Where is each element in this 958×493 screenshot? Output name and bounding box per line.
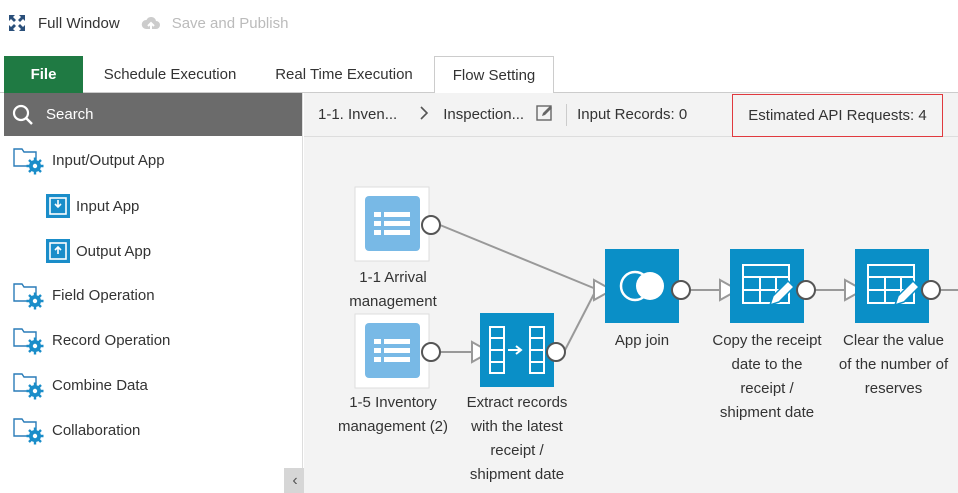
chevron-right-icon: [419, 105, 429, 124]
sidebar-item-label: Collaboration: [52, 421, 141, 439]
breadcrumb-item-app[interactable]: 1-1. Inven...: [318, 106, 398, 123]
sidebar-item-combine-data[interactable]: Combine Data: [12, 370, 148, 400]
connector-arrival-join: [439, 224, 597, 290]
label-line: with the latest: [471, 418, 563, 435]
full-window-label: Full Window: [38, 14, 120, 32]
label-line: Extract records: [466, 394, 568, 411]
sidebar-item-output-app[interactable]: Output App: [45, 238, 151, 264]
input-records-count: Input Records: 0: [577, 106, 688, 123]
search-input[interactable]: Search: [4, 93, 302, 136]
sidebar-item-label: Output App: [76, 242, 152, 260]
filter-icon: [489, 326, 545, 374]
label-line: Clear the value: [843, 332, 944, 349]
node-copy-receipt-date: [730, 249, 816, 323]
folder-gear-icon: [12, 280, 46, 310]
connectors: [439, 224, 958, 353]
node-label-clear: Clear the value of the number of reserve…: [829, 329, 958, 401]
output-port: [421, 342, 441, 362]
breadcrumb: 1-1. Inven... Inspection... Input Record…: [304, 93, 958, 137]
top-toolbar: Full Window Save and Publish: [0, 0, 958, 46]
node-app-join: [605, 249, 691, 323]
node-arrival-management: [354, 186, 441, 262]
sidebar-item-label: Input/Output App: [52, 151, 165, 169]
cloud-upload-icon: [141, 16, 160, 31]
folder-gear-icon: [12, 370, 46, 400]
list-icon: [374, 212, 410, 235]
breadcrumb-item-flow[interactable]: Inspection...: [443, 106, 525, 123]
sidebar-item-record-operation[interactable]: Record Operation: [12, 325, 170, 355]
connector-extract-join: [563, 289, 597, 353]
label-line: of the number of: [838, 356, 949, 373]
output-app-icon: [45, 238, 71, 264]
input-app-icon: [45, 193, 71, 219]
output-port: [546, 342, 566, 362]
expand-icon: [9, 15, 25, 31]
node-label-inventory: 1-5 Inventory management (2): [326, 391, 460, 439]
node-label-arrival: 1-1 Arrival management: [332, 266, 454, 314]
sidebar-item-label: Combine Data: [52, 376, 148, 394]
edit-icon[interactable]: [536, 104, 554, 126]
sidebar-item-label: Field Operation: [52, 286, 155, 304]
label-line: shipment date: [469, 466, 565, 483]
folder-gear-icon: [12, 415, 46, 445]
sidebar-item-label: Record Operation: [52, 331, 171, 349]
output-port: [671, 280, 691, 300]
node-extract-records: [480, 313, 566, 387]
folder-gear-icon: [12, 325, 46, 355]
label-line: shipment date: [719, 404, 815, 421]
api-requests-label: Estimated API Requests: 4: [748, 107, 927, 124]
sidebar: Search Input/Output App Input App: [4, 93, 306, 493]
sidebar-item-input-app[interactable]: Input App: [45, 193, 139, 219]
label-line: date to the: [731, 356, 803, 373]
tab-flow-setting[interactable]: Flow Setting: [434, 56, 554, 94]
flow-editor: 1-1. Inven... Inspection... Input Record…: [304, 93, 958, 493]
output-port: [796, 280, 816, 300]
node-label-extract: Extract records with the latest receipt …: [457, 391, 577, 487]
label-line: receipt /: [490, 442, 544, 459]
label-line: reserves: [864, 380, 923, 397]
label-line: 1-1 Arrival: [359, 269, 427, 286]
label-line: 1-5 Inventory: [349, 394, 437, 411]
sidebar-item-input-output-app[interactable]: Input/Output App: [12, 145, 165, 175]
full-window-button[interactable]: Full Window: [8, 14, 120, 32]
list-icon: [374, 339, 410, 362]
output-port: [421, 215, 441, 235]
node-inventory-management: [354, 313, 441, 389]
label-line: management: [349, 293, 437, 310]
output-port: [921, 280, 941, 300]
tab-real-time-execution[interactable]: Real Time Execution: [275, 66, 413, 83]
tab-bar: File Schedule Execution Real Time Execut…: [0, 56, 958, 94]
flow-diagram: [354, 186, 958, 389]
label-line: receipt /: [740, 380, 794, 397]
node-label-copy: Copy the receipt date to the receipt / s…: [704, 329, 830, 425]
collapse-sidebar-button[interactable]: ‹: [284, 468, 306, 493]
node-label-join: App join: [592, 329, 692, 353]
sidebar-item-label: Input App: [76, 197, 140, 215]
label-line: App join: [614, 332, 670, 349]
input-port-clear: [844, 278, 866, 302]
input-port-copy: [719, 278, 741, 302]
save-publish-label: Save and Publish: [171, 14, 289, 32]
tab-file[interactable]: File: [4, 56, 83, 93]
tab-schedule-execution[interactable]: Schedule Execution: [103, 66, 237, 83]
node-clear-value: [855, 249, 941, 323]
sidebar-item-field-operation[interactable]: Field Operation: [12, 280, 155, 310]
search-icon: [12, 104, 33, 125]
estimated-api-requests: Estimated API Requests: 4: [732, 94, 943, 137]
input-port-join: [593, 278, 615, 302]
chevron-left-icon: ‹: [292, 471, 298, 489]
divider: [566, 103, 568, 126]
flow-canvas[interactable]: 1-1 Arrival management 1-5 Inventory man…: [304, 137, 958, 493]
folder-gear-icon: [12, 145, 46, 175]
save-publish-button[interactable]: Save and Publish: [140, 13, 289, 33]
label-line: Copy the receipt: [712, 332, 822, 349]
search-placeholder: Search: [46, 106, 94, 123]
sidebar-item-collaboration[interactable]: Collaboration: [12, 415, 140, 445]
label-line: management (2): [337, 418, 449, 435]
